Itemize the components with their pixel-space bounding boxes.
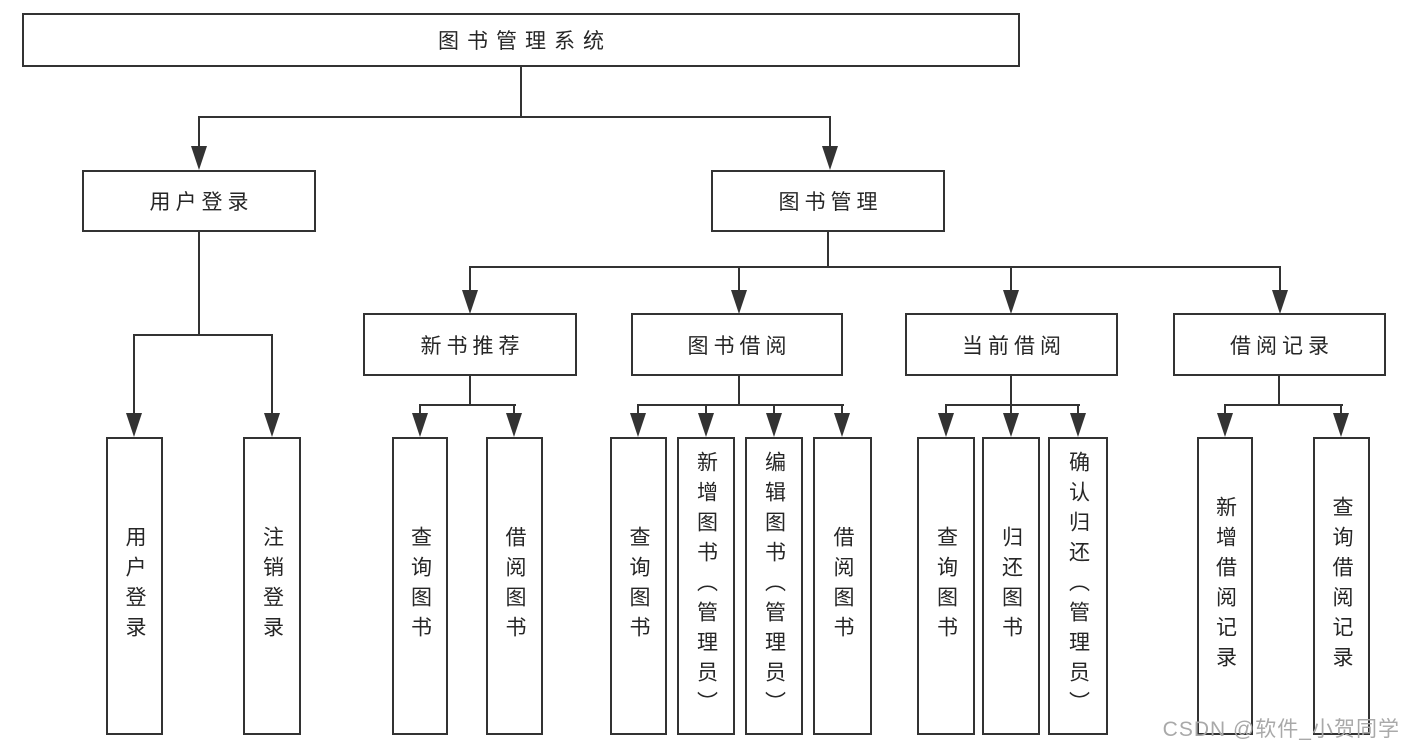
leaf-query-books-borrowing-label: 查询图书 [627,526,651,646]
connector-drop-leaf-logout [271,334,273,416]
connector-drop-user-login [198,116,200,150]
node-book-borrowing-label: 图书借阅 [687,334,792,358]
leaf-user-login: 用户登录 [106,437,163,735]
leaf-return-books-label: 归还图书 [999,526,1023,646]
connector-book-management-stem [827,231,829,268]
arrowhead-current-borrowing [1003,290,1019,314]
arrowhead-borrowing-records [1272,290,1288,314]
arrowhead-borrow-books-2 [834,413,850,437]
arrowhead-return-books [1003,413,1019,437]
connector-drop-leaf-user-login [133,334,135,416]
connector-current-borrowing-stem [1010,375,1012,406]
arrowhead-user-login [191,146,207,170]
leaf-query-books-borrowing: 查询图书 [610,437,667,735]
connector-drop-current-borrowing [1010,266,1012,292]
connector-root-branch [198,116,831,118]
leaf-logout: 注销登录 [243,437,301,735]
node-current-borrowing-label: 当前借阅 [962,334,1066,358]
connector-drop-book-borrowing [738,266,740,292]
node-root: 图书管理系统 [22,13,1020,67]
leaf-borrow-books-recommend-label: 借阅图书 [503,526,527,646]
connector-drop-edit-books [773,404,775,416]
arrowhead-add-books [698,413,714,437]
node-book-management-label: 图书管理 [778,191,883,214]
connector-borrowing-records-stem [1278,375,1280,406]
arrowhead-query-record [1333,413,1349,437]
connector-drop-add-books [705,404,707,416]
leaf-borrow-books-recommend: 借阅图书 [486,437,543,735]
leaf-query-borrow-record-label: 查询借阅记录 [1330,496,1354,676]
leaf-query-books-recommend-label: 查询图书 [408,526,432,646]
leaf-query-books-recommend: 查询图书 [392,437,448,735]
arrowhead-query-books-2 [630,413,646,437]
arrowhead-book-management [822,146,838,170]
connector-new-book-branch [419,404,516,406]
connector-borrowing-records-branch [1224,404,1343,406]
leaf-borrow-books-borrowing: 借阅图书 [813,437,872,735]
connector-drop-confirm-return [1077,404,1079,416]
connector-drop-query-books-1 [419,404,421,416]
connector-drop-add-record [1224,404,1226,416]
leaf-query-books-current-label: 查询图书 [934,526,958,646]
node-borrowing-records: 借阅记录 [1173,313,1386,376]
connector-drop-borrow-books-1 [513,404,515,416]
connector-drop-borrow-books-2 [841,404,843,416]
arrowhead-leaf-user-login [126,413,142,437]
connector-drop-book-management [829,116,831,150]
connector-drop-borrowing-records [1279,266,1281,292]
leaf-add-books-admin-label: 新增图书（管理员） [694,451,718,721]
node-borrowing-records-label: 借阅记录 [1230,334,1334,358]
leaf-add-books-admin: 新增图书（管理员） [677,437,735,735]
arrowhead-confirm-return [1070,413,1086,437]
connector-new-book-stem [469,375,471,406]
node-current-borrowing: 当前借阅 [905,313,1118,376]
watermark: CSDN @软件_小贺同学 [1162,718,1400,741]
leaf-query-books-current: 查询图书 [917,437,975,735]
leaf-confirm-return-admin: 确认归还（管理员） [1048,437,1108,735]
arrowhead-book-borrowing [731,290,747,314]
connector-drop-query-record [1340,404,1342,416]
leaf-user-login-label: 用户登录 [123,526,147,646]
node-root-label: 图书管理系统 [438,30,612,53]
connector-drop-new-book [469,266,471,292]
connector-root-stem [520,67,522,118]
leaf-add-borrow-record: 新增借阅记录 [1197,437,1253,735]
leaf-confirm-return-admin-label: 确认归还（管理员） [1066,451,1090,721]
connector-current-borrowing-branch [945,404,1080,406]
node-new-book-recommendation: 新书推荐 [363,313,577,376]
connector-user-login-stem [198,231,200,336]
arrowhead-edit-books [766,413,782,437]
connector-book-borrowing-branch [637,404,844,406]
node-user-login: 用户登录 [82,170,316,232]
leaf-borrow-books-borrowing-label: 借阅图书 [831,526,855,646]
node-book-borrowing: 图书借阅 [631,313,843,376]
leaf-add-borrow-record-label: 新增借阅记录 [1213,496,1237,676]
node-new-book-recommendation-label: 新书推荐 [420,334,525,358]
leaf-logout-label: 注销登录 [260,526,284,646]
connector-drop-return-books [1010,404,1012,416]
node-book-management: 图书管理 [711,170,945,232]
arrowhead-new-book [462,290,478,314]
connector-book-management-branch [469,266,1281,268]
connector-book-borrowing-stem [738,375,740,406]
arrowhead-query-books-3 [938,413,954,437]
arrowhead-borrow-books-1 [506,413,522,437]
arrowhead-query-books-1 [412,413,428,437]
connector-drop-query-books-3 [945,404,947,416]
arrowhead-add-record [1217,413,1233,437]
leaf-edit-books-admin: 编辑图书（管理员） [745,437,803,735]
leaf-edit-books-admin-label: 编辑图书（管理员） [762,451,786,721]
connector-user-login-branch [133,334,273,336]
node-user-login-label: 用户登录 [149,191,254,214]
connector-drop-query-books-2 [637,404,639,416]
leaf-return-books: 归还图书 [982,437,1040,735]
arrowhead-leaf-logout [264,413,280,437]
leaf-query-borrow-record: 查询借阅记录 [1313,437,1370,735]
